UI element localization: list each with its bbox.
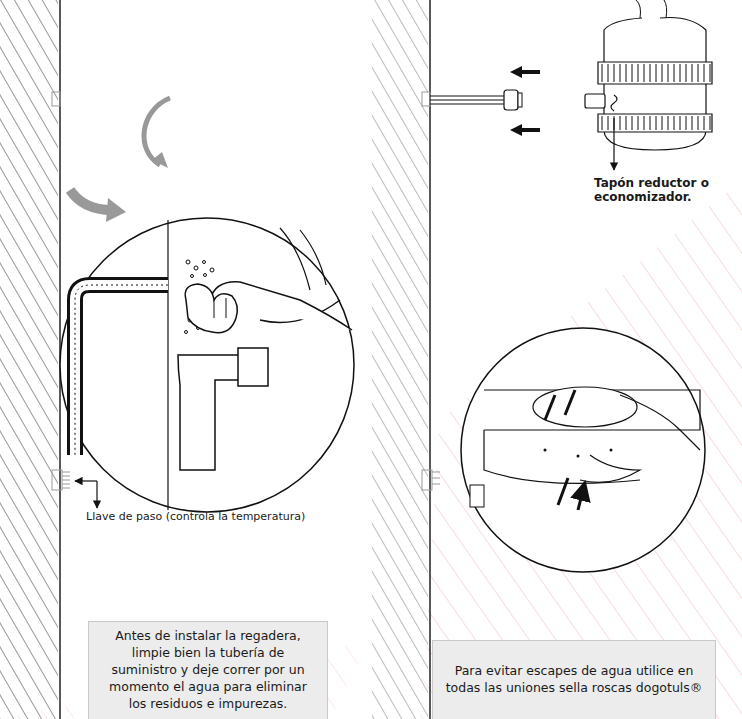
shower-head	[430, 0, 712, 150]
sealing-detail	[461, 328, 705, 572]
part-label: Llave de paso (controla la temperatura)	[86, 510, 366, 523]
note-text: Antes de instalar la regadera, limpie bi…	[99, 628, 317, 712]
note-text: Para evitar escapes de agua utilice en t…	[443, 663, 705, 697]
note-box: Para evitar escapes de agua utilice en t…	[432, 640, 716, 719]
cleaning-detail	[60, 218, 354, 512]
wall-hatch	[372, 0, 428, 719]
wall-edge	[429, 0, 431, 719]
stripe-ground	[420, 180, 742, 719]
curve-arrow	[144, 98, 170, 165]
curve-arrow	[70, 190, 112, 210]
wall-hatch	[0, 0, 58, 719]
leader-line	[75, 118, 614, 508]
part-label: Tapón reductor o economizador.	[594, 176, 742, 205]
flow-arrow	[510, 66, 540, 136]
note-box: Antes de instalar la regadera, limpie bi…	[88, 621, 328, 719]
